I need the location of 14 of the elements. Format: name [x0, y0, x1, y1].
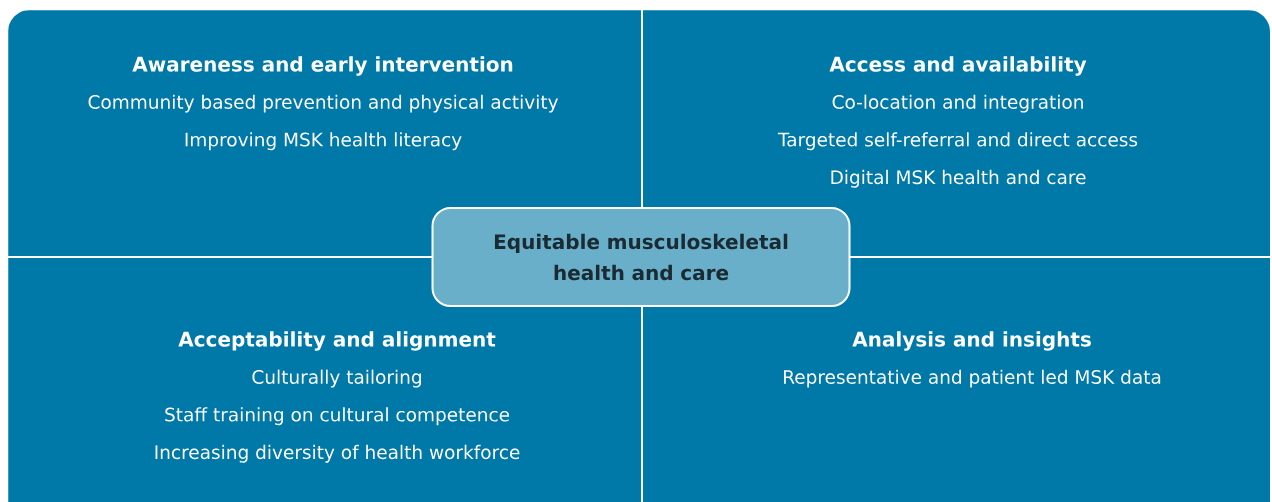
- list-item: Culturally tailoring: [252, 369, 421, 388]
- list-item: Representative and patient led MSK data: [784, 369, 1161, 388]
- heading: Awareness and early intervention: [132, 56, 513, 76]
- center-box: Equitable musculoskeletal health and care: [431, 207, 851, 307]
- list-item: Targeted self-referral and direct access: [777, 132, 1138, 151]
- list-item: Improving MSK health literacy: [185, 132, 462, 151]
- list-item: Community based prevention and physical activity: [88, 94, 558, 113]
- list-item: Digital MSK health and care: [831, 169, 1086, 188]
- list-item: Co-location and integration: [832, 94, 1083, 113]
- list-item: Increasing diversity of health workforce: [155, 444, 520, 463]
- heading: Analysis and insights: [852, 331, 1091, 351]
- heading: Acceptability and alignment: [178, 331, 496, 351]
- heading: Access and availability: [829, 56, 1087, 76]
- list-item: Staff training on cultural competence: [165, 407, 510, 426]
